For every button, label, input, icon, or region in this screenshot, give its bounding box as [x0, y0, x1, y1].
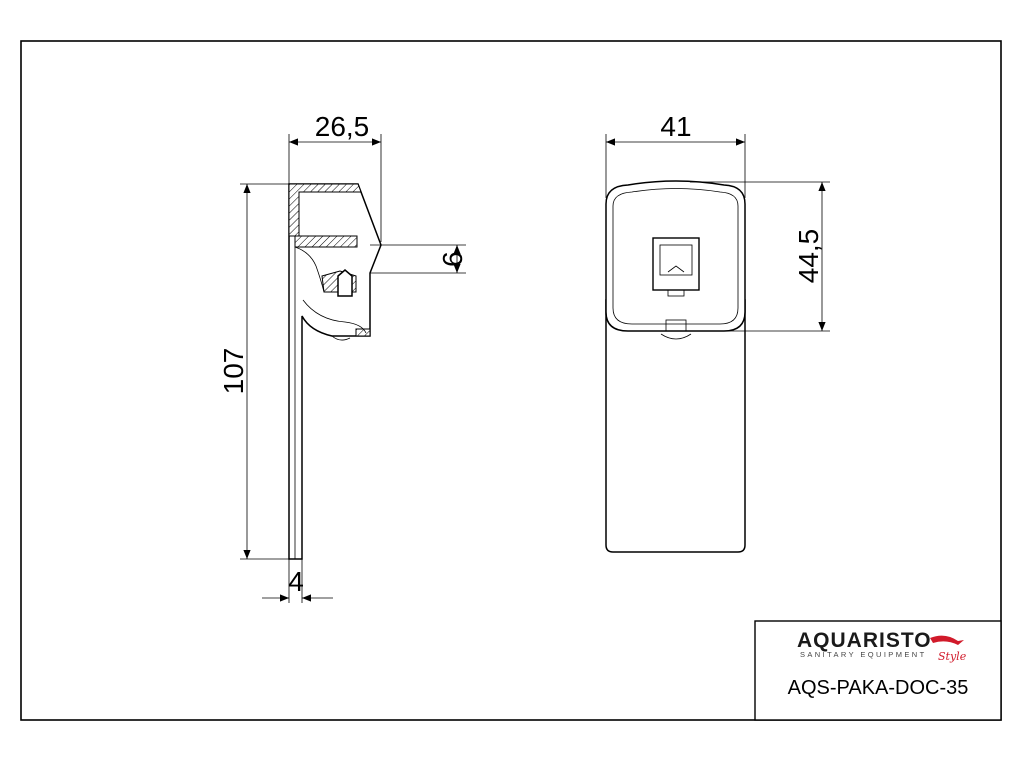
- front-view: [605, 180, 746, 553]
- dimension-gap: 9: [370, 244, 468, 274]
- side-view-section-shelf: [294, 235, 358, 248]
- logo-script-text: Style: [938, 650, 967, 663]
- front-view-head-inner: [612, 188, 739, 325]
- side-view-inner-contour: [294, 246, 325, 293]
- dimension-wall-thickness-label: 4: [288, 566, 304, 597]
- logo-tagline: SANITARY EQUIPMENT: [800, 650, 927, 659]
- front-view-window-tab: [667, 289, 685, 297]
- side-view-bottom-nub: [331, 335, 351, 341]
- drawing-code: AQS-PAKA-DOC-35: [788, 677, 969, 699]
- dimension-width-label: 41: [660, 111, 691, 142]
- front-view-window-inner: [659, 244, 693, 276]
- company-logo: AQUARISTO SANITARY EQUIPMENT Style: [797, 629, 967, 663]
- side-view-section-foot: [355, 328, 371, 337]
- drawing-frame: [20, 40, 1002, 721]
- dimension-gap-label: 9: [437, 251, 468, 267]
- dimension-height-label: 107: [218, 348, 249, 395]
- title-block-frame: [754, 620, 1002, 721]
- side-view-section-top-wall: [288, 183, 362, 237]
- side-view-inner-curve: [302, 299, 367, 334]
- side-view: [288, 183, 382, 560]
- title-block: AQUARISTO SANITARY EQUIPMENT Style AQS-P…: [754, 620, 1002, 721]
- front-view-latch: [665, 319, 687, 332]
- dimension-head-height-label: 44,5: [793, 229, 824, 284]
- front-view-latch-nub: [660, 333, 692, 340]
- dimension-head-height: 44,5: [686, 181, 830, 332]
- dimension-depth-label: 26,5: [315, 111, 370, 142]
- logo-brand-text: AQUARISTO: [797, 629, 932, 652]
- side-view-pin: [337, 269, 353, 297]
- dimension-width: 41: [605, 111, 746, 198]
- dimension-depth: 26,5: [288, 111, 382, 242]
- dimension-height: 107: [218, 183, 289, 560]
- front-view-window-mark: [667, 265, 685, 273]
- logo-swoosh-icon: [930, 635, 964, 645]
- dimension-wall-thickness: 4: [262, 559, 333, 603]
- front-view-head-outer: [605, 180, 746, 332]
- front-view-body: [605, 299, 746, 553]
